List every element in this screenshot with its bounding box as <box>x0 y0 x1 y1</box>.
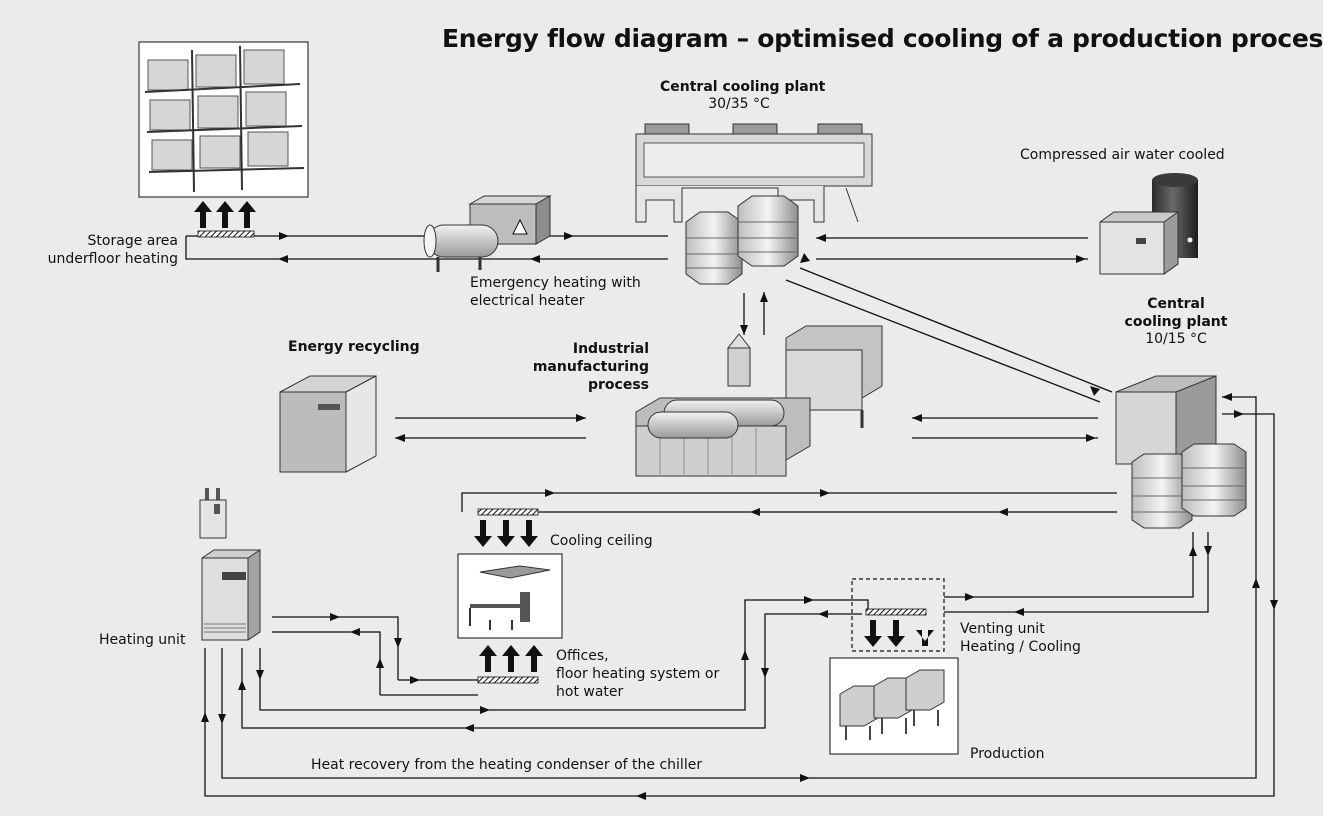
offices-heating-panel <box>477 676 539 684</box>
pipe-venting-to-plant-a <box>944 532 1194 598</box>
heat-recovery-label: Heat recovery from the heating condenser… <box>311 757 703 773</box>
venting-unit-box <box>851 578 945 652</box>
pipe-plant-link-a <box>799 267 1113 393</box>
venting-panel <box>865 608 927 616</box>
pipe-storage-return <box>185 236 668 260</box>
pipe-venting-feed <box>852 599 869 612</box>
pipe-offices-hatch-links <box>380 679 478 696</box>
flow-arrows <box>201 232 1278 800</box>
central-plant-right-temp: 10/15 °C <box>1145 331 1207 347</box>
energy-recycling-label: Energy recycling <box>288 339 420 355</box>
central-plant-top-temp: 30/35 °C <box>708 96 770 112</box>
pipe-heat-loop-b <box>241 613 852 729</box>
pipe-venting-to-plant-b <box>944 532 1209 613</box>
production-label: Production <box>970 746 1045 762</box>
storage-rack-image <box>138 41 309 198</box>
heat-direction-arrows <box>194 201 934 672</box>
pipe-recovery-inner <box>221 396 1257 779</box>
production-image <box>829 657 959 755</box>
pipe-heat-offices-supply <box>272 616 399 680</box>
energy-recycling-unit <box>279 375 377 473</box>
hatched-panels <box>197 230 927 684</box>
central-cooling-plant-top <box>635 123 873 285</box>
diagram-title: Energy flow diagram – optimised cooling … <box>442 24 1323 53</box>
offices-image <box>457 553 563 639</box>
ceiling-down-arrows <box>474 520 538 547</box>
compressed-air-label: Compressed air water cooled <box>1020 147 1225 163</box>
pipe-network <box>185 235 1275 797</box>
storage-up-arrows <box>194 201 256 228</box>
heating-unit <box>199 488 261 641</box>
heating-unit-label: Heating unit <box>99 632 186 648</box>
compressed-air-unit <box>1099 173 1198 275</box>
venting-down-arrows <box>864 620 934 647</box>
pipe-heat-offices-return <box>272 631 381 695</box>
industrial-machine <box>635 325 883 477</box>
pipe-heat-loop-a <box>259 599 852 711</box>
storage-heating-panel <box>197 230 255 238</box>
pipe-ceiling-return <box>461 492 1117 512</box>
central-plant-top-label: Central cooling plant <box>660 79 826 95</box>
cooling-ceiling-label: Cooling ceiling <box>550 533 653 549</box>
central-cooling-plant-right <box>1115 375 1247 529</box>
pipe-plant-link-b <box>785 279 1101 403</box>
ceiling-cooling-panel <box>477 508 539 516</box>
offices-up-arrows <box>479 645 543 672</box>
pipe-recovery-outer <box>204 413 1275 797</box>
emergency-heater <box>423 195 552 272</box>
